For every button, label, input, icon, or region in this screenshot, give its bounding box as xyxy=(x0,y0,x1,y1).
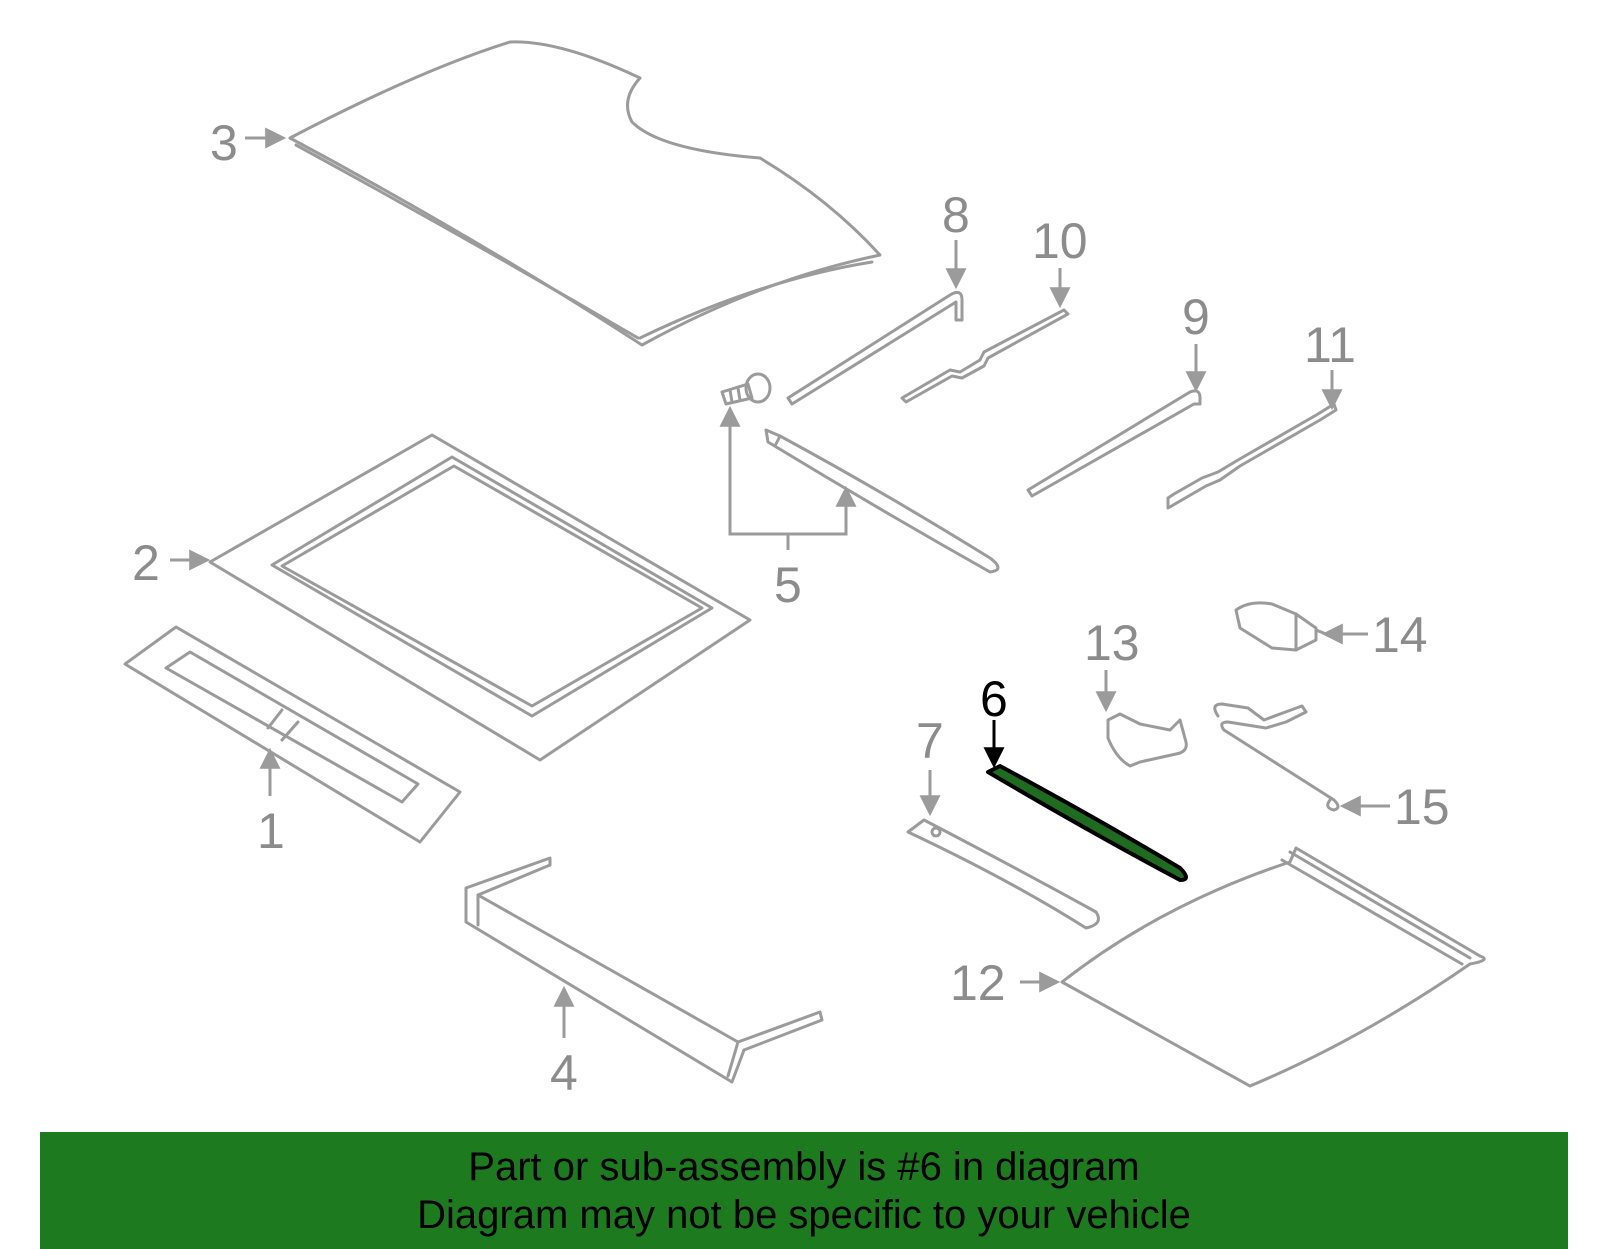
callout-12: 12 xyxy=(950,955,1006,1011)
callout-15: 15 xyxy=(1394,779,1450,835)
part-5-bolt[interactable] xyxy=(720,372,772,406)
part-7-trim-rail[interactable] xyxy=(906,818,1100,930)
callout-14: 14 xyxy=(1372,607,1428,663)
callout-2: 2 xyxy=(132,535,160,591)
callout-6: 6 xyxy=(980,671,1008,727)
part-13-guide[interactable] xyxy=(1106,712,1188,768)
parts-diagram: 3 2 1 4 5 8 10 9 11 7 6 12 13 14 15 xyxy=(123,40,1486,1101)
banner-line-part: Part or sub-assembly is #6 in diagram xyxy=(468,1144,1140,1189)
callout-4: 4 xyxy=(550,1045,578,1101)
callout-1: 1 xyxy=(257,803,285,859)
part-1-header-panel[interactable] xyxy=(123,625,462,844)
leader-arrows xyxy=(170,127,1390,1038)
part-2-roof-frame[interactable] xyxy=(208,433,752,762)
part-11-bracket[interactable] xyxy=(1166,402,1338,510)
callout-10: 10 xyxy=(1032,213,1088,269)
part-15-cable[interactable] xyxy=(1213,702,1340,812)
callout-9: 9 xyxy=(1182,289,1210,345)
part-6-deflector[interactable] xyxy=(986,764,1188,882)
part-10-bracket[interactable] xyxy=(900,308,1070,404)
part-3-roof-panel[interactable] xyxy=(288,40,882,347)
callout-3: 3 xyxy=(210,115,238,171)
callout-5: 5 xyxy=(774,557,802,613)
callout-11: 11 xyxy=(1304,317,1356,373)
callout-7: 7 xyxy=(916,713,944,769)
callout-13: 13 xyxy=(1084,615,1140,671)
part-9-side-seal[interactable] xyxy=(1026,389,1202,498)
info-banner: Part or sub-assembly is #6 in diagram Di… xyxy=(40,1132,1568,1249)
part-5-side-rail[interactable] xyxy=(764,428,1000,574)
part-14-motor[interactable] xyxy=(1234,601,1328,652)
part-4-rear-rail[interactable] xyxy=(464,856,824,1084)
part-12-sunshade[interactable] xyxy=(1060,846,1486,1088)
part-8-seal[interactable] xyxy=(786,290,964,406)
banner-line-disclaimer: Diagram may not be specific to your vehi… xyxy=(417,1192,1191,1237)
callout-8: 8 xyxy=(942,187,970,243)
